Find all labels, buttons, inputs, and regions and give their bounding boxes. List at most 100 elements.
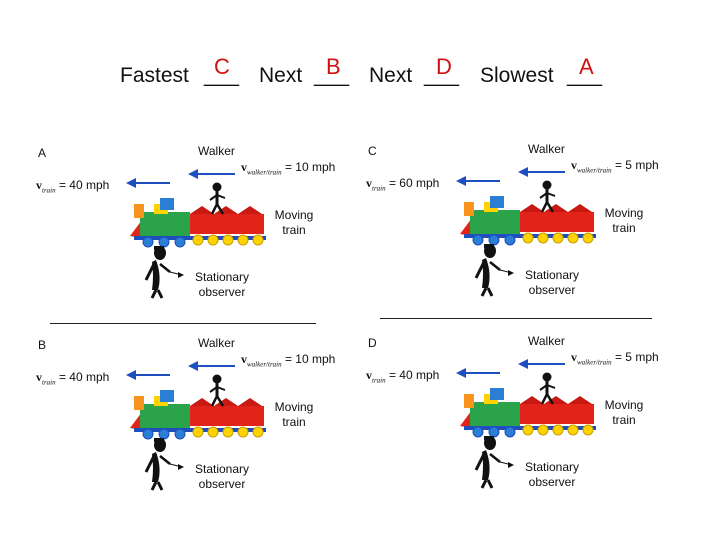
- train-speed: = 60 mph: [388, 176, 440, 190]
- walker-sub: walker/train: [577, 166, 612, 175]
- answer-3: D: [436, 54, 452, 79]
- blank-1: ___: [204, 64, 240, 87]
- walker-sub: walker/train: [247, 360, 282, 369]
- walker-speed: = 5 mph: [614, 158, 659, 172]
- panel-label: C: [368, 144, 377, 158]
- walker-figure: [539, 180, 556, 213]
- panel-b: B Walker vwalker/train = 10 mph vtrain =…: [30, 332, 370, 522]
- answer-1: C: [214, 54, 230, 79]
- walker-speed-label: vwalker/train = 5 mph: [571, 158, 659, 174]
- train-word: train: [612, 413, 636, 427]
- answer-line: Fastest ___ C Next ___ B Next ___ D Slow…: [0, 54, 720, 94]
- walker-sub: walker/train: [247, 168, 282, 177]
- walker-sub: walker/train: [577, 358, 612, 367]
- moving-train-label: Moving train: [594, 398, 654, 428]
- observer-word: observer: [198, 285, 246, 299]
- walker-label: Walker: [198, 144, 235, 158]
- train-icon: [130, 390, 266, 440]
- panel-d: D Walker vwalker/train = 5 mph vtrain = …: [360, 330, 700, 520]
- walker-speed: = 5 mph: [614, 350, 659, 364]
- train-sub: train: [372, 376, 386, 385]
- observer-label: Stationary observer: [182, 270, 262, 300]
- moving-word: Moving: [274, 400, 314, 414]
- next-word-1: Next: [259, 64, 303, 87]
- walker-arrow: [188, 361, 235, 371]
- v-symbol: v: [366, 176, 372, 190]
- observer-label: Stationary observer: [512, 460, 592, 490]
- train-speed-label: vtrain = 40 mph: [366, 368, 439, 384]
- moving-word: Moving: [274, 208, 314, 222]
- train-speed-label: vtrain = 60 mph: [366, 176, 439, 192]
- panel-label: B: [38, 338, 47, 352]
- answer-2: B: [326, 54, 341, 79]
- train-speed-label: vtrain = 40 mph: [36, 370, 109, 386]
- observer-label: Stationary observer: [512, 268, 592, 298]
- v-symbol: v: [241, 352, 247, 366]
- slowest-word: Slowest: [480, 64, 554, 87]
- v-symbol: v: [36, 370, 42, 384]
- train-word: train: [282, 223, 306, 237]
- walker-speed-label: vwalker/train = 10 mph: [241, 160, 335, 176]
- panel-label: A: [38, 146, 47, 160]
- blank-3: ___: [424, 64, 460, 87]
- answer-4: A: [579, 54, 594, 79]
- train-speed: = 40 mph: [58, 370, 110, 384]
- v-symbol: v: [36, 178, 42, 192]
- v-symbol: v: [571, 158, 577, 172]
- v-symbol: v: [241, 160, 247, 174]
- train-arrow: [456, 176, 500, 186]
- divider-right: [380, 318, 652, 319]
- walker-label: Walker: [528, 142, 565, 156]
- train-sub: train: [42, 378, 56, 387]
- next-word-2: Next: [369, 64, 413, 87]
- observer-word: observer: [528, 475, 576, 489]
- v-symbol: v: [571, 350, 577, 364]
- v-symbol: v: [366, 368, 372, 382]
- walker-arrow: [188, 169, 235, 179]
- panel-c: C Walker vwalker/train = 5 mph vtrain = …: [360, 138, 700, 328]
- stationary-word: Stationary: [524, 268, 580, 282]
- train-arrow: [456, 368, 500, 378]
- observer-word: observer: [528, 283, 576, 297]
- moving-word: Moving: [604, 398, 644, 412]
- train-sub: train: [42, 186, 56, 195]
- train-arrow: [126, 178, 170, 188]
- moving-train-label: Moving train: [264, 400, 324, 430]
- panel-a: A Walker vwalker/train = 10 mph vtrain =…: [30, 140, 370, 330]
- walker-label: Walker: [198, 336, 235, 350]
- train-icon: [460, 388, 596, 438]
- divider-left: [50, 323, 316, 324]
- train-speed: = 40 mph: [58, 178, 110, 192]
- train-arrow: [126, 370, 170, 380]
- train-speed-label: vtrain = 40 mph: [36, 178, 109, 194]
- panel-label: D: [368, 336, 377, 350]
- stationary-word: Stationary: [524, 460, 580, 474]
- stationary-word: Stationary: [194, 462, 250, 476]
- walker-speed-label: vwalker/train = 5 mph: [571, 350, 659, 366]
- walker-figure: [209, 182, 226, 215]
- observer-figure: [144, 438, 184, 491]
- walker-label: Walker: [528, 334, 565, 348]
- walker-speed: = 10 mph: [284, 160, 336, 174]
- moving-word: Moving: [604, 206, 644, 220]
- moving-train-label: Moving train: [264, 208, 324, 238]
- observer-word: observer: [198, 477, 246, 491]
- walker-speed: = 10 mph: [284, 352, 336, 366]
- train-word: train: [282, 415, 306, 429]
- train-speed: = 40 mph: [388, 368, 440, 382]
- blank-4: ___: [567, 64, 603, 87]
- walker-figure: [209, 374, 226, 407]
- observer-figure: [144, 246, 184, 299]
- walker-arrow: [518, 359, 565, 369]
- stationary-word: Stationary: [194, 270, 250, 284]
- fastest-word: Fastest: [120, 64, 189, 87]
- train-icon: [460, 196, 596, 246]
- observer-figure: [474, 244, 514, 297]
- train-sub: train: [372, 184, 386, 193]
- blank-2: ___: [314, 64, 350, 87]
- train-word: train: [612, 221, 636, 235]
- observer-figure: [474, 436, 514, 489]
- walker-arrow: [518, 167, 565, 177]
- observer-label: Stationary observer: [182, 462, 262, 492]
- train-icon: [130, 198, 266, 248]
